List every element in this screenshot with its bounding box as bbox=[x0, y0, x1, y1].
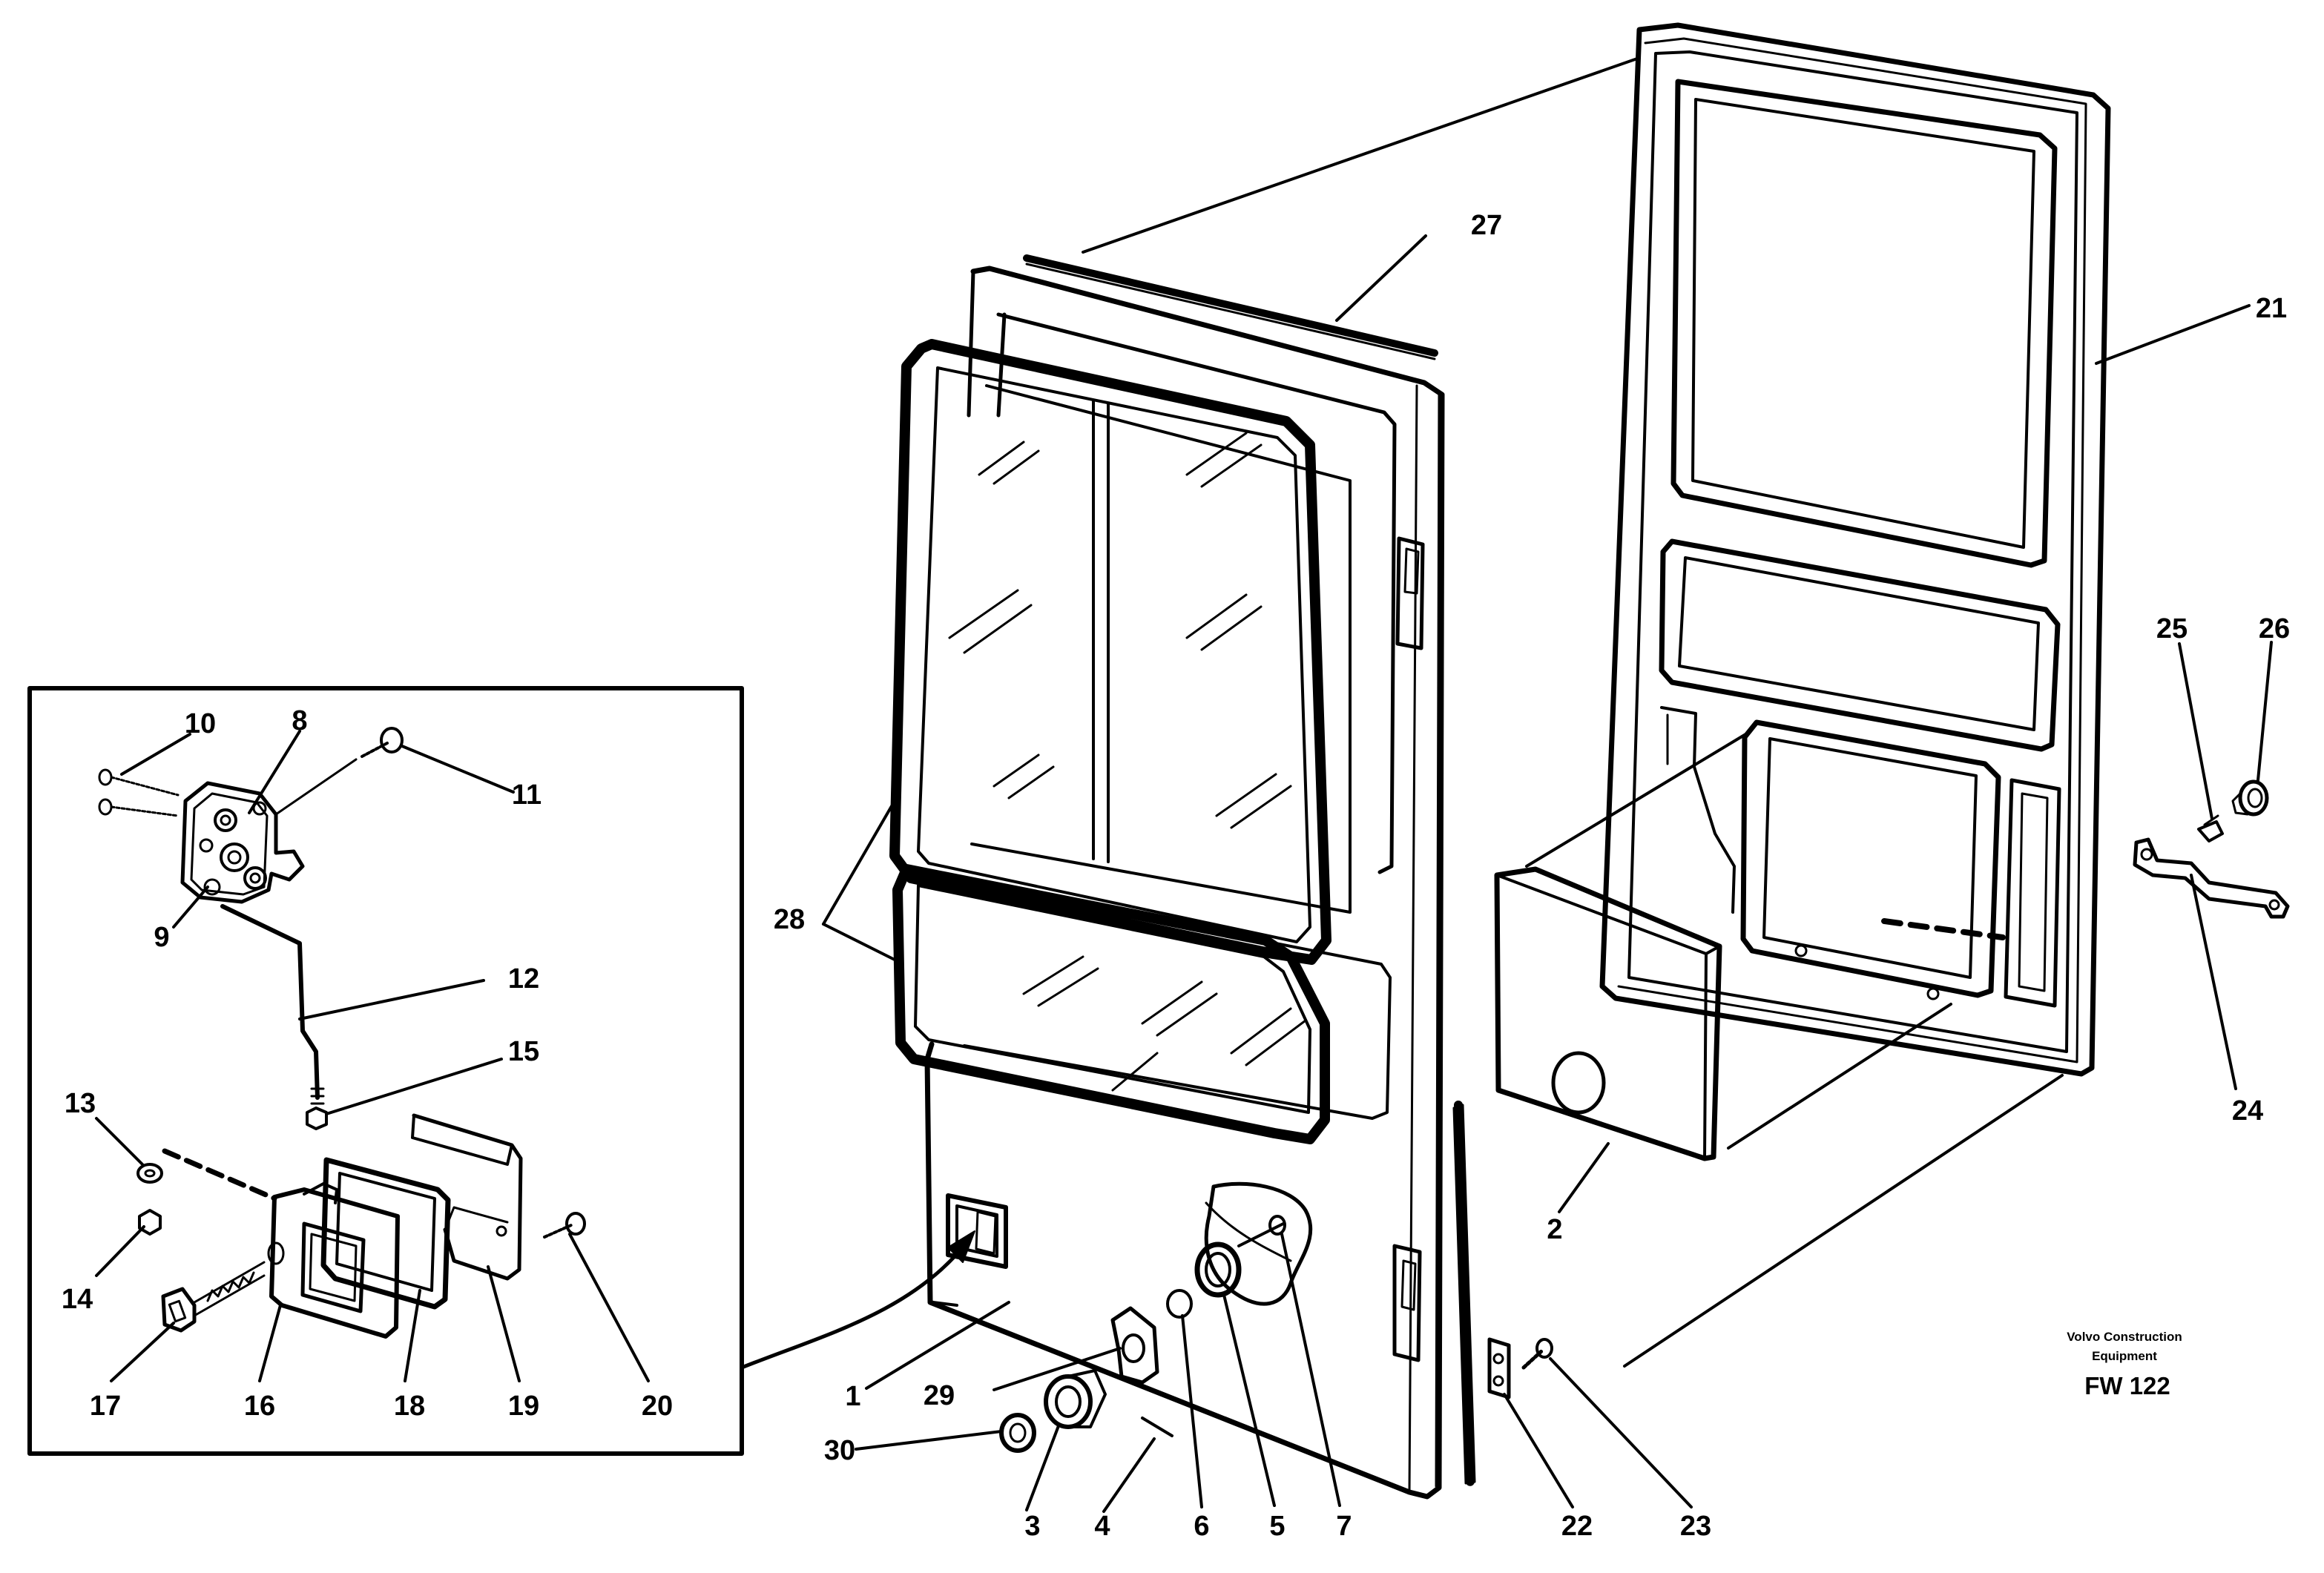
callout-1: 1 bbox=[845, 1381, 860, 1412]
inset-arrowhead bbox=[947, 1230, 975, 1263]
drawing-number: FW 122 bbox=[2084, 1372, 2170, 1399]
callout-4: 4 bbox=[1094, 1511, 1110, 1542]
callout-5: 5 bbox=[1269, 1511, 1285, 1542]
callout-7: 7 bbox=[1336, 1511, 1352, 1542]
callout-13: 13 bbox=[65, 1088, 96, 1119]
hinge-bracket bbox=[2133, 779, 2290, 919]
leader-lines bbox=[95, 234, 2273, 1513]
callout-30: 30 bbox=[824, 1435, 855, 1466]
callout-16: 16 bbox=[244, 1391, 275, 1422]
callout-27: 27 bbox=[1471, 210, 1502, 241]
inset-connector-line bbox=[740, 1238, 971, 1370]
callout-17: 17 bbox=[90, 1391, 121, 1422]
callout-14: 14 bbox=[62, 1284, 93, 1315]
callout-6: 6 bbox=[1194, 1511, 1209, 1542]
callout-labels: 1 2 3 4 5 6 7 8 9 10 11 12 13 14 15 16 1… bbox=[62, 210, 2290, 1542]
callout-24: 24 bbox=[2232, 1095, 2263, 1127]
rear-door-panel bbox=[1599, 22, 2111, 1077]
latch-mechanism-detail bbox=[98, 727, 586, 1339]
window-seals bbox=[889, 339, 1331, 1144]
side-door-seal bbox=[1452, 1101, 1476, 1488]
credit-line-1: Volvo Construction bbox=[2067, 1330, 2182, 1344]
front-door-frame bbox=[924, 266, 1445, 1500]
callout-19: 19 bbox=[508, 1391, 539, 1422]
callout-25: 25 bbox=[2156, 613, 2188, 644]
callout-3: 3 bbox=[1024, 1511, 1040, 1542]
top-door-seal bbox=[1023, 254, 1438, 360]
callout-2: 2 bbox=[1547, 1214, 1562, 1245]
callout-21: 21 bbox=[2256, 293, 2287, 324]
callout-18: 18 bbox=[394, 1391, 425, 1422]
callout-15: 15 bbox=[508, 1036, 539, 1067]
callout-28: 28 bbox=[774, 904, 805, 935]
callout-8: 8 bbox=[292, 705, 307, 736]
callout-22: 22 bbox=[1561, 1511, 1593, 1542]
callout-11: 11 bbox=[512, 779, 542, 811]
detail-inset-frame bbox=[27, 686, 744, 1456]
insulation-mat bbox=[1494, 866, 1722, 1161]
credit-line-2: Equipment bbox=[2092, 1349, 2157, 1363]
callout-29: 29 bbox=[924, 1380, 955, 1411]
callout-20: 20 bbox=[642, 1391, 673, 1422]
callout-10: 10 bbox=[185, 708, 216, 739]
callout-26: 26 bbox=[2259, 613, 2290, 644]
callout-23: 23 bbox=[1680, 1511, 1711, 1542]
callout-12: 12 bbox=[508, 963, 539, 995]
drawing-credit: Volvo Construction Equipment FW 122 bbox=[2067, 1330, 2182, 1399]
projection-lines bbox=[932, 56, 2064, 1368]
callout-9: 9 bbox=[154, 922, 169, 953]
